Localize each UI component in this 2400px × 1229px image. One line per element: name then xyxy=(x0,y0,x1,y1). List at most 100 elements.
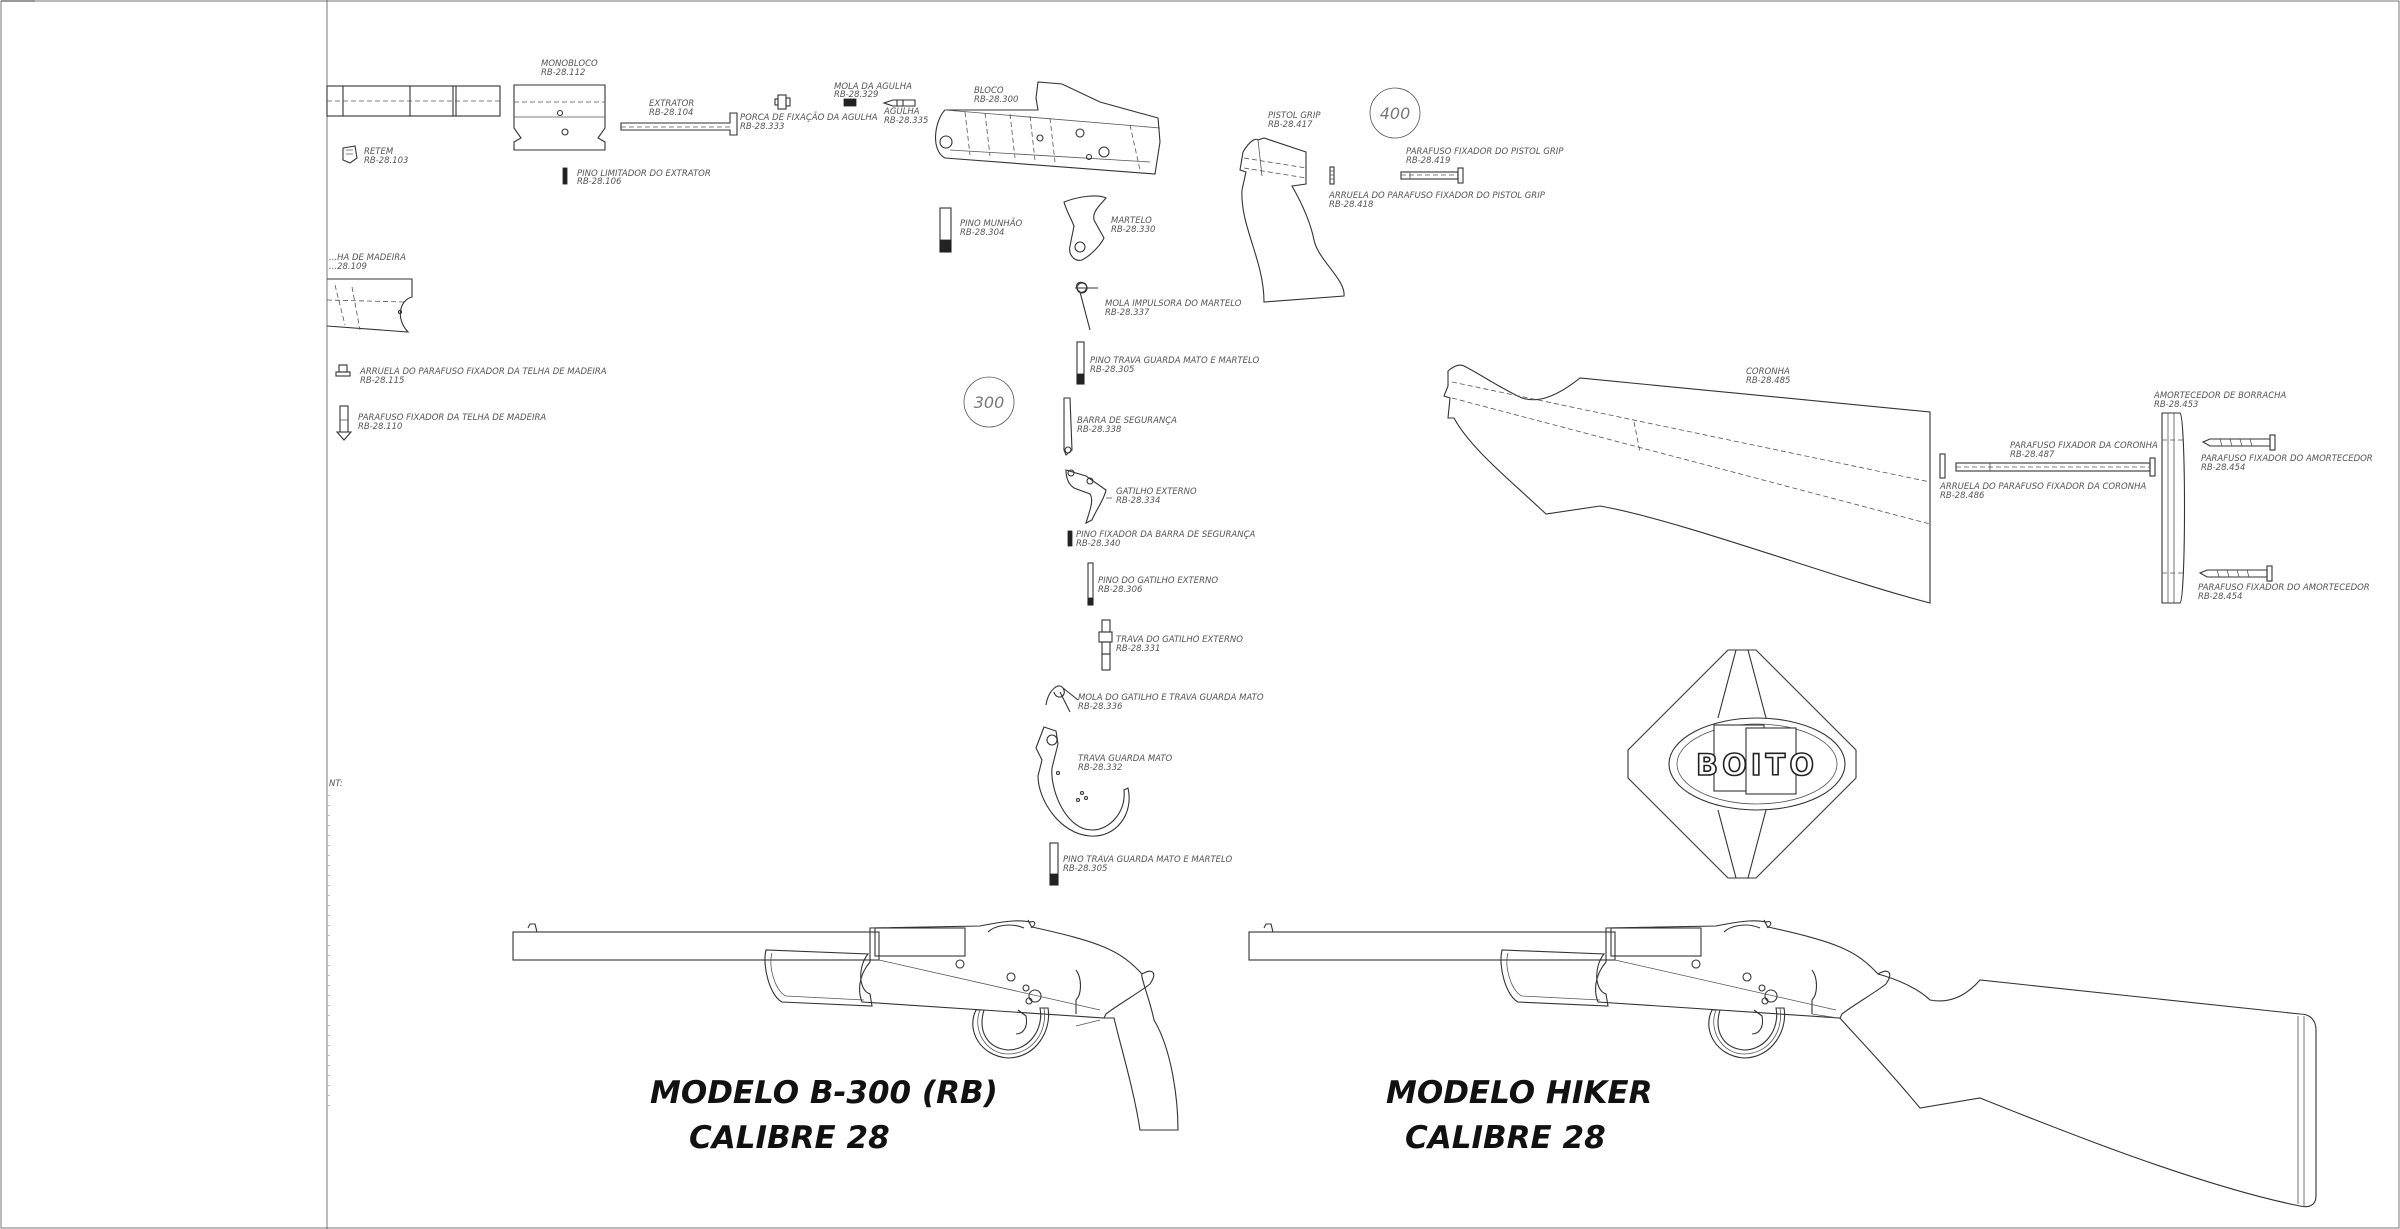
label-parafuso-coronha: PARAFUSO FIXADOR DA CORONHA xyxy=(2010,441,2158,451)
label-bloco: BLOCO xyxy=(974,86,1004,96)
code-pistol-grip: RB-28.417 xyxy=(1268,120,1313,130)
code-trava-guarda: RB-28.332 xyxy=(1078,763,1122,773)
label-retem: RETEM xyxy=(364,147,394,157)
porca-part xyxy=(774,94,791,110)
code-telha: ...28.109 xyxy=(329,262,367,272)
label-parafuso-telha: PARAFUSO FIXADOR DA TELHA DE MADEIRA xyxy=(358,413,546,423)
code-parafuso-amort-2: RB-28.454 xyxy=(2198,592,2242,602)
code-mola-gatilho: RB-28.336 xyxy=(1078,702,1123,712)
label-coronha: CORONHA xyxy=(1746,367,1790,377)
boito-logo: BOITO xyxy=(1627,649,1857,879)
logo-text: BOITO xyxy=(1696,748,1818,782)
code-mola-impulsora: RB-28.337 xyxy=(1105,308,1150,318)
code-pino-gatilho: RB-28.306 xyxy=(1098,585,1143,595)
code-arruela-grip: RB-28.418 xyxy=(1329,200,1374,210)
code-mola-agulha: RB-28.329 xyxy=(834,90,878,100)
parafuso-amort-2-part xyxy=(2198,565,2273,582)
code-arruela-telha: RB-28.115 xyxy=(360,376,404,386)
mola-impulsora-part xyxy=(1075,281,1098,331)
parafuso-coronha-part xyxy=(1955,457,2156,477)
parafuso-amort-1-part xyxy=(2201,434,2276,451)
code-trava-gatilho: RB-28.331 xyxy=(1116,644,1160,654)
label-mola-gatilho: MOLA DO GATILHO E TRAVA GUARDA MATO xyxy=(1078,693,1264,703)
label-mola-impulsora: MOLA IMPULSORA DO MARTELO xyxy=(1105,299,1242,309)
trava-guarda-part xyxy=(1035,726,1130,837)
code-arruela-coronha: RB-28.486 xyxy=(1940,491,1985,501)
code-pino-limitador: RB-28.106 xyxy=(577,177,622,187)
label-arruela-telha: ARRUELA DO PARAFUSO FIXADOR DA TELHA DE … xyxy=(359,367,607,377)
monobloco-part xyxy=(513,84,606,151)
code-monobloco: RB-28.112 xyxy=(541,68,585,78)
svg-text:400: 400 xyxy=(1380,104,1411,123)
parafuso-grip-part xyxy=(1400,167,1464,184)
label-arruela-coronha: ARRUELA DO PARAFUSO FIXADOR DA CORONHA xyxy=(1939,482,2146,492)
label-monobloco: MONOBLOCO xyxy=(541,59,598,69)
pino-munhao-part xyxy=(939,207,952,253)
label-telha: ...HA DE MADEIRA xyxy=(329,253,406,263)
b300-caliber: CALIBRE 28 xyxy=(689,1120,890,1156)
label-trava-gatilho: TRAVA DO GATILHO EXTERNO xyxy=(1116,635,1243,645)
arruela-telha-part xyxy=(335,364,351,377)
label-pino-trava-1: PINO TRAVA GUARDA MATO E MARTELO xyxy=(1090,356,1259,366)
extrator-part xyxy=(620,112,738,136)
label-gatilho: GATILHO EXTERNO xyxy=(1116,487,1197,497)
pino-trava-1-part xyxy=(1076,341,1085,385)
stamp-400: 400 xyxy=(1369,87,1421,139)
code-extrator: RB-28.104 xyxy=(649,108,693,118)
svg-text:300: 300 xyxy=(974,393,1005,412)
note-label: NT: xyxy=(329,779,343,789)
pino-gatilho-part xyxy=(1087,562,1094,606)
b300-assembly xyxy=(512,919,1179,1131)
coronha-part xyxy=(1443,364,1931,604)
pino-barra-part xyxy=(1067,530,1073,547)
hiker-title: MODELO HIKER xyxy=(1386,1075,1652,1111)
code-pino-munhao: RB-28.304 xyxy=(960,228,1004,238)
code-parafuso-telha: RB-28.110 xyxy=(358,422,402,432)
label-agulha: AGULHA xyxy=(883,107,920,117)
code-parafuso-amort-1: RB-28.454 xyxy=(2201,463,2245,473)
pino-trava-2-part xyxy=(1049,842,1059,886)
label-porca: PORCA DE FIXAÇÃO DA AGULHA xyxy=(740,112,878,123)
label-martelo: MARTELO xyxy=(1111,216,1152,226)
code-pino-trava-1: RB-28.305 xyxy=(1090,365,1134,375)
martelo-part xyxy=(1063,195,1107,261)
arruela-grip-part xyxy=(1329,166,1335,185)
label-barra-seg: BARRA DE SEGURANÇA xyxy=(1077,416,1177,426)
label-parafuso-grip: PARAFUSO FIXADOR DO PISTOL GRIP xyxy=(1406,147,1564,157)
stamp-300: 300 xyxy=(963,376,1015,428)
code-martelo: RB-28.330 xyxy=(1111,225,1155,235)
telha-part xyxy=(326,278,413,333)
label-parafuso-amort-1: PARAFUSO FIXADOR DO AMORTECEDOR xyxy=(2201,454,2373,464)
label-pino-gatilho: PINO DO GATILHO EXTERNO xyxy=(1098,576,1218,586)
hiker-assembly xyxy=(1248,919,2317,1208)
code-agulha: RB-28.335 xyxy=(884,116,928,126)
label-pistol-grip: PISTOL GRIP xyxy=(1268,111,1321,121)
amortecedor-part xyxy=(2161,412,2186,604)
code-gatilho: RB-28.334 xyxy=(1116,496,1160,506)
label-extrator: EXTRATOR xyxy=(649,99,694,109)
code-parafuso-grip: RB-28.419 xyxy=(1406,156,1450,166)
label-mola-agulha: MOLA DA AGULHA xyxy=(834,82,912,92)
label-parafuso-amort-2: PARAFUSO FIXADOR DO AMORTECEDOR xyxy=(2198,583,2370,593)
code-parafuso-coronha: RB-28.487 xyxy=(2010,450,2055,460)
gatilho-part xyxy=(1065,469,1112,525)
retem-part xyxy=(342,145,358,164)
code-porca: RB-28.333 xyxy=(740,122,784,132)
label-pino-limitador: PINO LIMITADOR DO EXTRATOR xyxy=(577,169,711,179)
code-pino-barra: RB-28.340 xyxy=(1076,539,1120,549)
label-pino-munhao: PINO MUNHÃO xyxy=(960,218,1023,229)
parafuso-telha-part xyxy=(335,405,353,441)
code-bloco: RB-28.300 xyxy=(974,95,1018,105)
label-trava-guarda: TRAVA GUARDA MATO xyxy=(1078,754,1173,764)
code-amortecedor: RB-28.453 xyxy=(2154,400,2198,410)
label-pino-barra: PINO FIXADOR DA BARRA DE SEGURANÇA xyxy=(1076,530,1256,540)
agulha-part xyxy=(882,99,916,107)
label-amortecedor: AMORTECEDOR DE BORRACHA xyxy=(2153,391,2287,401)
trava-gatilho-part xyxy=(1098,619,1113,671)
pino-limitador-part xyxy=(562,167,568,185)
code-coronha: RB-28.485 xyxy=(1746,376,1790,386)
mola-gatilho-part xyxy=(1045,685,1079,713)
mola-agulha-part xyxy=(843,98,857,107)
bloco-part xyxy=(935,81,1161,175)
